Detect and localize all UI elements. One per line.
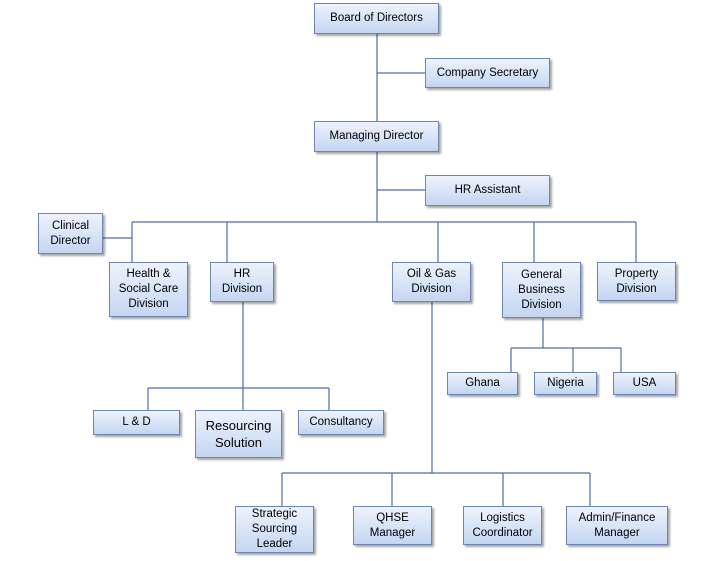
resourcing-label: Resourcing Solution [205, 418, 272, 450]
logistics-coordinator-box[interactable]: Logistics Coordinator [463, 506, 542, 545]
health-label: Health & Social Care Division [118, 268, 179, 310]
usa-box[interactable]: USA [613, 372, 676, 395]
nigeria-box[interactable]: Nigeria [534, 372, 597, 395]
hr-division-box[interactable]: HR Division [210, 262, 274, 302]
general-business-label: General Business Division [518, 268, 565, 311]
ld-label: L & D [122, 416, 151, 428]
property-division-box[interactable]: Property Division [597, 262, 676, 301]
general-business-division-box[interactable]: General Business Division [502, 262, 581, 318]
nigeria-label: Nigeria [547, 377, 584, 389]
strategic-label: Strategic Sourcing Leader [251, 508, 298, 550]
clinical-director-box[interactable]: Clinical Director [38, 213, 103, 254]
oil-gas-label: Oil & Gas Division [406, 268, 457, 295]
consultancy-label: Consultancy [309, 416, 373, 428]
company-secretary-box[interactable]: Company Secretary [425, 58, 550, 88]
health-social-care-box[interactable]: Health & Social Care Division [109, 262, 188, 317]
qhse-manager-box[interactable]: QHSE Manager [353, 506, 432, 545]
admin-finance-manager-box[interactable]: Admin/Finance Manager [566, 506, 668, 545]
board-of-directors-box[interactable]: Board of Directors [314, 3, 439, 34]
property-label: Property Division [614, 267, 659, 295]
managing-director-box[interactable]: Managing Director [314, 121, 439, 152]
consultancy-box[interactable]: Consultancy [298, 410, 384, 435]
qhse-label: QHSE Manager [369, 511, 416, 539]
logistics-label: Logistics Coordinator [472, 511, 533, 539]
ghana-label: Ghana [465, 377, 500, 389]
clinical-label: Clinical Director [50, 219, 91, 247]
resourcing-solution-box[interactable]: Resourcing Solution [195, 410, 282, 458]
ghana-box[interactable]: Ghana [447, 372, 518, 395]
hr-assistant-label: HR Assistant [454, 184, 521, 196]
secretary-label: Company Secretary [436, 66, 539, 79]
admin-finance-label: Admin/Finance Manager [578, 511, 656, 539]
usa-label: USA [632, 377, 657, 389]
hr-assistant-box[interactable]: HR Assistant [425, 175, 550, 206]
board-label: Board of Directors [330, 12, 423, 24]
strategic-sourcing-leader-box[interactable]: Strategic Sourcing Leader [235, 506, 314, 553]
oil-gas-division-box[interactable]: Oil & Gas Division [392, 262, 471, 302]
ld-box[interactable]: L & D [93, 410, 180, 435]
md-label: Managing Director [329, 130, 424, 142]
hr-division-label: HR Division [221, 268, 263, 295]
